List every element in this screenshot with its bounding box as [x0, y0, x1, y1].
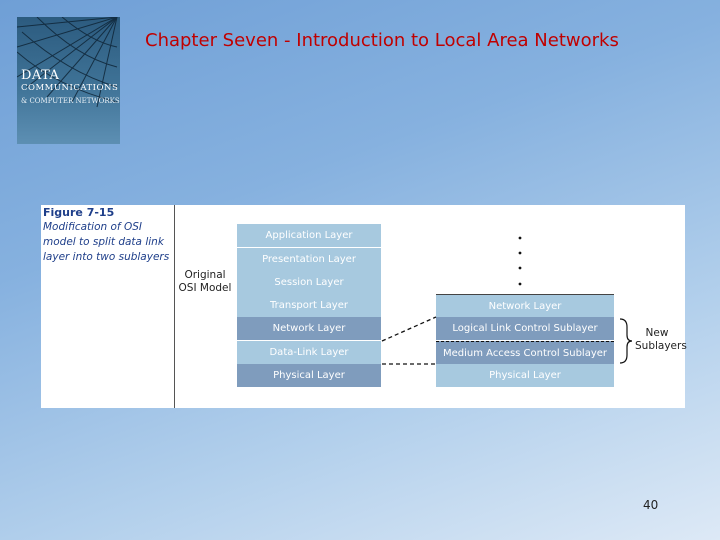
ellipsis-dots — [518, 236, 522, 286]
modified-layer-mac: Medium Access Control Sublayer — [436, 341, 614, 364]
book-cover-image: DATA COMMUNICATIONS & COMPUTER NETWORKS — [17, 17, 120, 144]
original-model-label: Original OSI Model — [178, 269, 232, 294]
figure-panel: Figure 7-15 Modification of OSI model to… — [41, 205, 687, 408]
web-pattern-icon — [17, 17, 118, 108]
original-layer-data-link: Data-Link Layer — [237, 341, 381, 364]
diagram-connectors — [381, 236, 633, 365]
original-layer-presentation: Presentation Layer — [237, 248, 381, 271]
original-layer-transport: Transport Layer — [237, 294, 381, 317]
modified-layer-llc: Logical Link Control Sublayer — [436, 317, 614, 340]
modified-layer-network: Network Layer — [436, 294, 614, 317]
figure-divider — [174, 205, 175, 408]
figure-caption: Modification of OSI model to split data … — [43, 221, 170, 263]
modified-layer-physical: Physical Layer — [436, 364, 614, 387]
original-layer-network: Network Layer — [237, 317, 381, 340]
original-layer-application: Application Layer — [237, 224, 381, 247]
original-layer-physical: Physical Layer — [237, 364, 381, 387]
book-title: DATA COMMUNICATIONS — [21, 68, 119, 93]
connector-upper — [381, 316, 437, 342]
curly-brace-icon — [619, 318, 633, 364]
original-layer-session: Session Layer — [237, 271, 381, 294]
page-number: 40 — [643, 498, 659, 512]
new-sublayers-label: New Sublayers — [635, 327, 687, 352]
slide-title: Chapter Seven - Introduction to Local Ar… — [145, 30, 619, 51]
book-subtitle: & COMPUTER NETWORKS — [21, 97, 120, 105]
figure-label: Figure 7-15 — [43, 206, 115, 219]
